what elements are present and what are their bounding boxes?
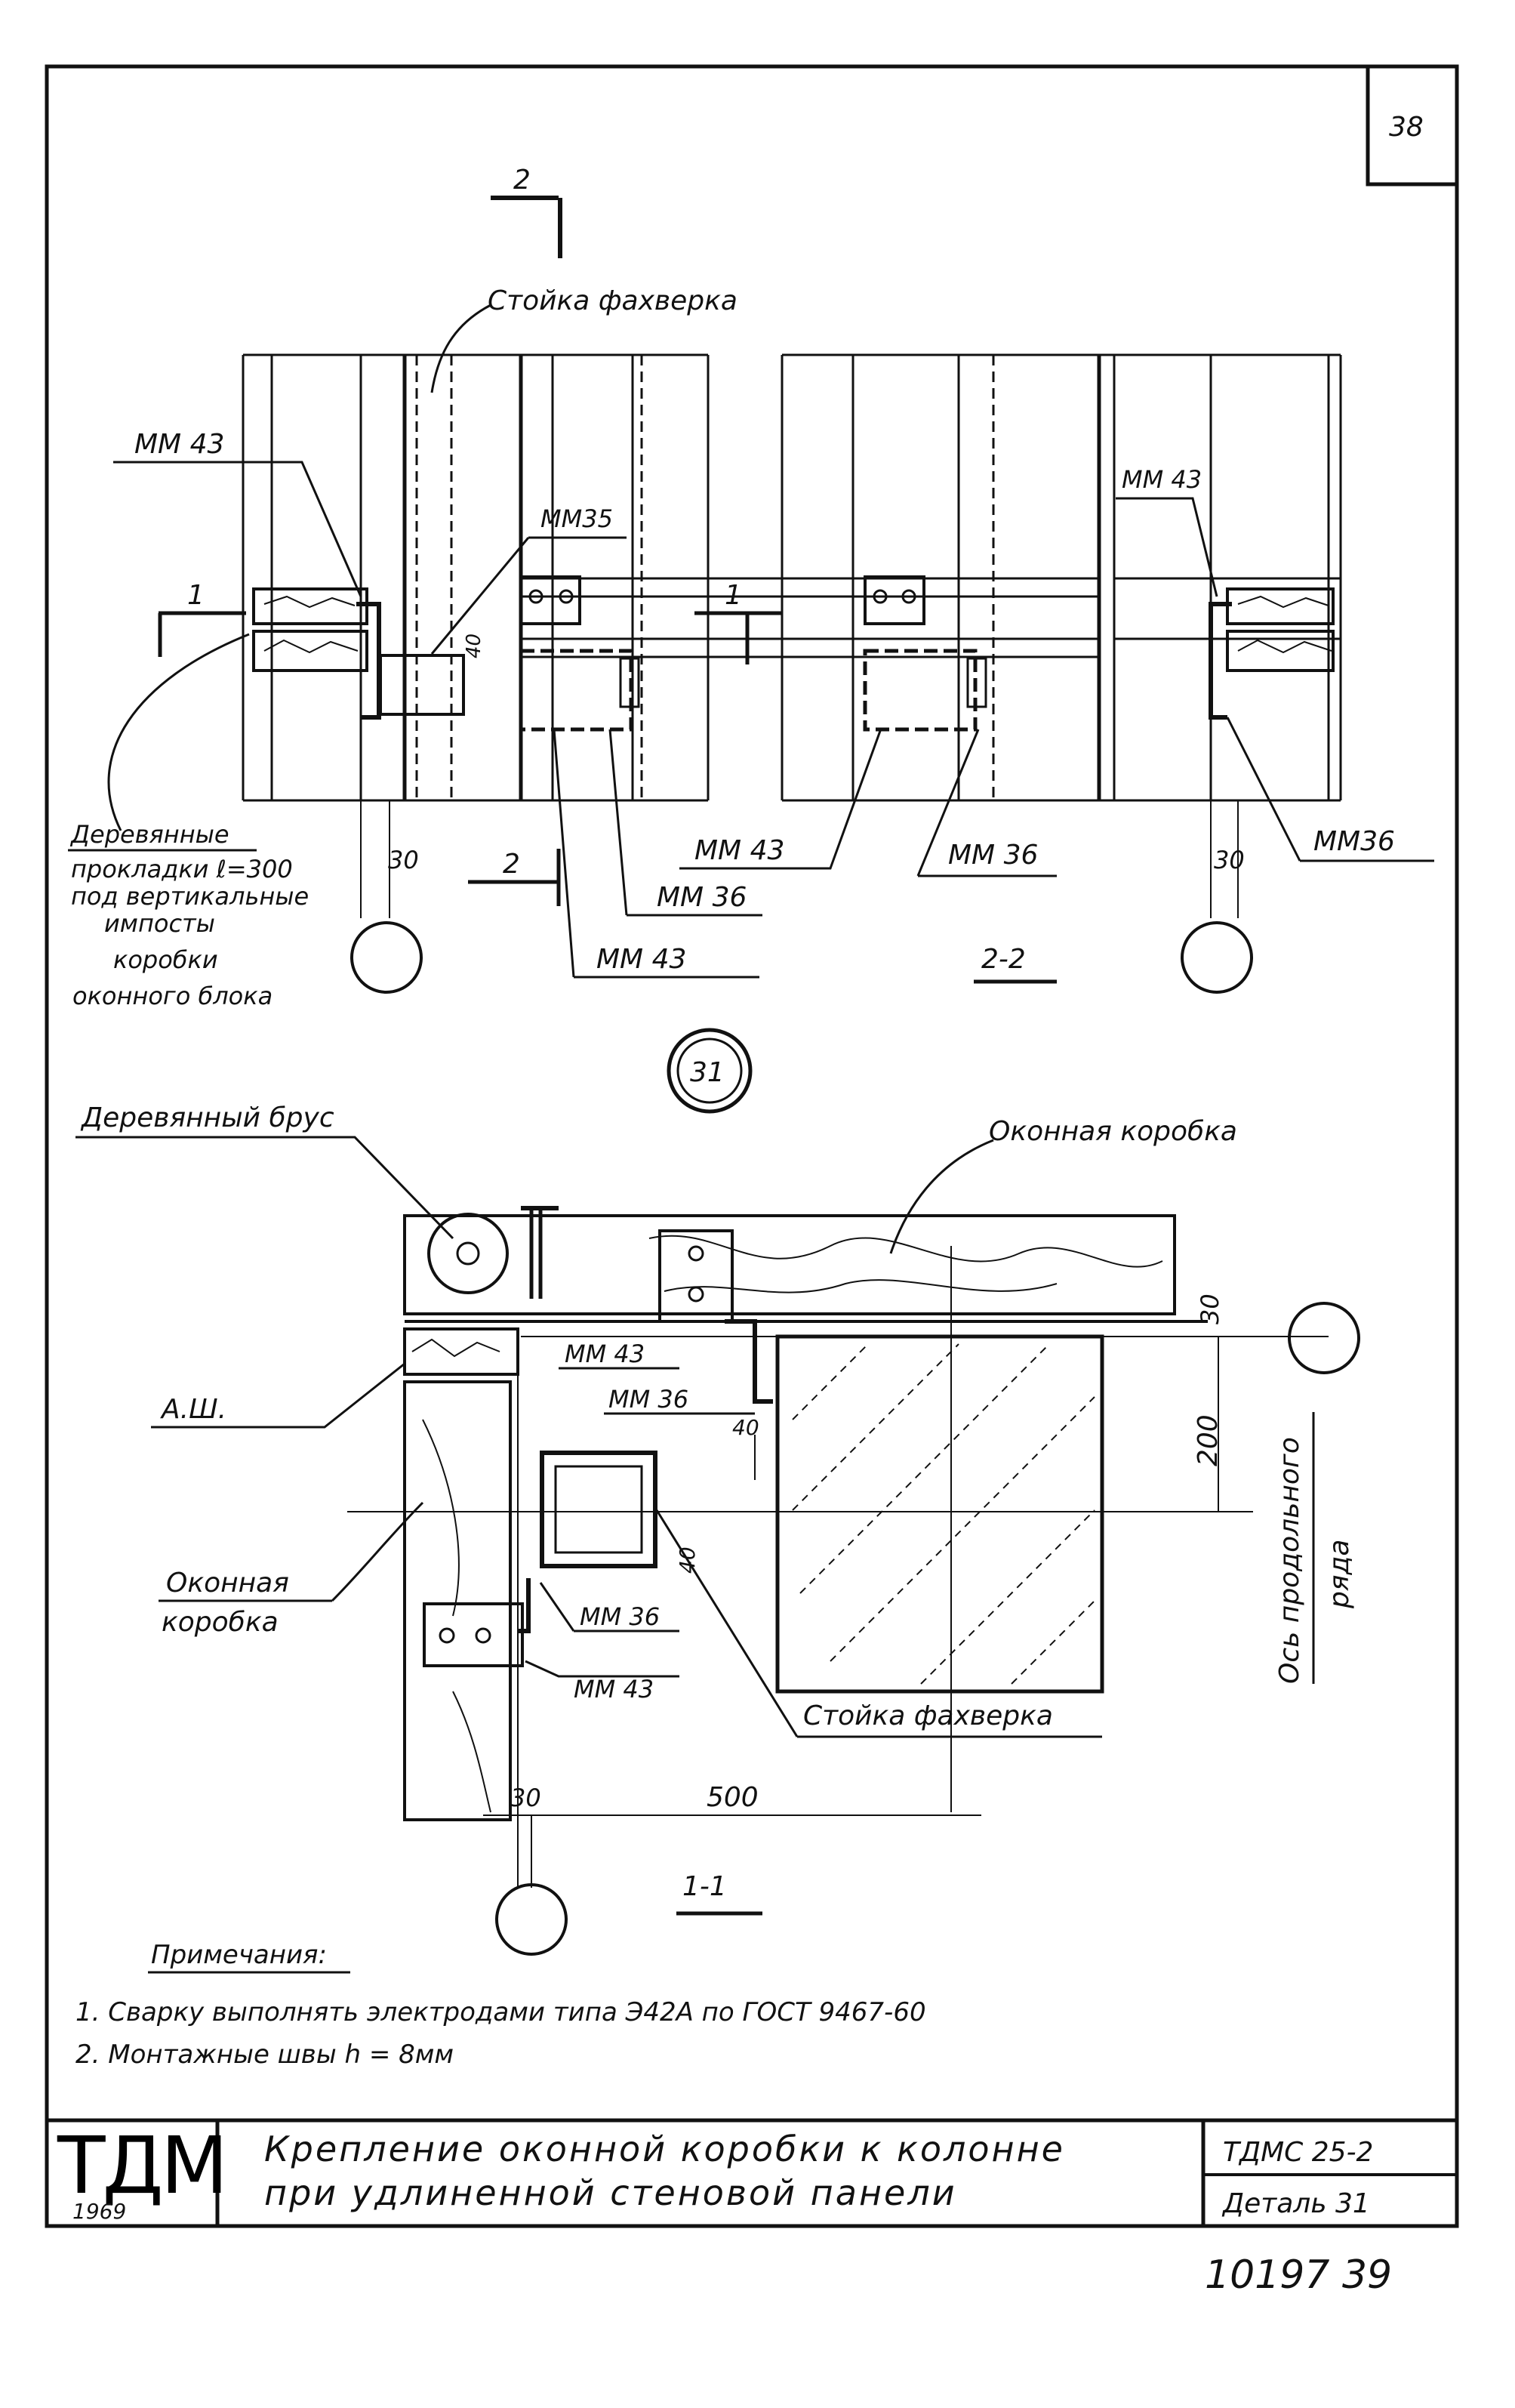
title-line-1: Крепление оконной коробки к колонне xyxy=(264,2129,1065,2169)
label-dim-40-a: 40 xyxy=(732,1415,759,1440)
title-block: ТДМ 1969 Крепление оконной коробки к кол… xyxy=(47,2118,1457,2226)
label-okonnaya-top: Оконная коробка xyxy=(989,1116,1237,1147)
doc-code: ТДМС 25-2 xyxy=(1223,2137,1373,2168)
note-line-4: импосты xyxy=(104,909,215,938)
section-mark-2-top: 2 xyxy=(513,165,531,196)
label-axis-1: Ось продольного xyxy=(1274,1437,1305,1684)
detail-label: Деталь 31 xyxy=(1221,2188,1370,2219)
label-mm43-b: ММ 43 xyxy=(574,1675,654,1703)
axis-marker-left xyxy=(350,921,423,994)
label-mm43-a: ММ 43 xyxy=(565,1340,645,1368)
section-mark-1-mid: 1 xyxy=(725,580,742,611)
label-ash: А.Ш. xyxy=(160,1394,226,1425)
label-dim-200: 200 xyxy=(1193,1414,1224,1466)
label-dim-30-right: 30 xyxy=(1214,846,1245,874)
notes: Примечания: 1. Сварку выполнять электрод… xyxy=(75,1940,926,2070)
notes-heading: Примечания: xyxy=(151,1940,327,1970)
note-line-3: под вертикальные xyxy=(71,882,309,911)
label-mm36-b: ММ 36 xyxy=(580,1602,660,1631)
archive-number: 10197 39 xyxy=(1205,2252,1392,2298)
wooden-bar xyxy=(427,1213,509,1294)
label-dim-30-bottom: 30 xyxy=(510,1784,541,1812)
column-concrete xyxy=(775,1334,1104,1694)
label-stoyka-top: Стойка фахверка xyxy=(488,285,737,316)
axis-marker-plan-bottom xyxy=(495,1883,568,1956)
title-line-2: при удлиненной стеновой панели xyxy=(264,2172,957,2213)
label-mm35: ММ35 xyxy=(540,504,613,533)
caption-2-2: 2-2 xyxy=(981,944,1026,975)
note-item-2: 2. Монтажные швы h = 8мм xyxy=(75,2040,454,2070)
label-mm36-right: ММ36 xyxy=(1313,826,1395,857)
detail-number: 31 xyxy=(690,1057,725,1088)
section-mark-1-left: 1 xyxy=(187,580,205,611)
note-item-1: 1. Сварку выполнять электродами типа Э42… xyxy=(75,1997,926,2027)
label-axis-2: ряда xyxy=(1324,1540,1355,1609)
axis-marker-plan-right xyxy=(1288,1302,1360,1374)
caption-1-1: 1-1 xyxy=(682,1871,727,1902)
page-number: 38 xyxy=(1389,112,1424,143)
label-okonnaya-left-2: коробка xyxy=(162,1607,279,1638)
label-mm43-bottom-a: ММ 43 xyxy=(694,835,784,866)
note-line-1: Деревянные xyxy=(69,820,229,849)
label-stoyka-plan: Стойка фахверка xyxy=(803,1700,1053,1731)
view-1-1: 30 500 30 200 40 40 Деревянный брус Окон… xyxy=(75,1102,1360,1956)
view-2-2: 2 xyxy=(68,165,1434,1010)
section-mark-2-bottom: 2 xyxy=(503,849,520,880)
label-mm43-left: ММ 43 xyxy=(134,429,224,460)
label-dim-40: 40 xyxy=(463,634,485,658)
axis-marker-right xyxy=(1181,921,1253,994)
detail-marker: 31 xyxy=(667,1028,753,1114)
label-dim-500: 500 xyxy=(707,1782,759,1813)
label-mm36-mid: ММ 36 xyxy=(657,882,747,913)
label-dim-30-top: 30 xyxy=(1196,1293,1224,1324)
year: 1969 xyxy=(72,2199,126,2224)
label-okonnaya-left-1: Оконная xyxy=(166,1568,289,1599)
label-mm36-a: ММ 36 xyxy=(608,1385,688,1414)
sheet-border xyxy=(45,64,1459,2228)
label-brus: Деревянный брус xyxy=(80,1102,334,1133)
label-mm43-bottom-b: ММ 43 xyxy=(596,944,686,975)
note-line-6: оконного блока xyxy=(72,982,273,1010)
page-number-box xyxy=(1366,66,1457,187)
note-line-5: коробки xyxy=(113,945,218,974)
label-mm43-right: ММ 43 xyxy=(1122,465,1202,494)
org-logo: ТДМ xyxy=(57,2120,226,2212)
note-line-2: прокладки ℓ=300 xyxy=(71,855,293,883)
label-mm36-bottom: ММ 36 xyxy=(948,840,1038,871)
label-dim-30-left: 30 xyxy=(388,846,419,874)
